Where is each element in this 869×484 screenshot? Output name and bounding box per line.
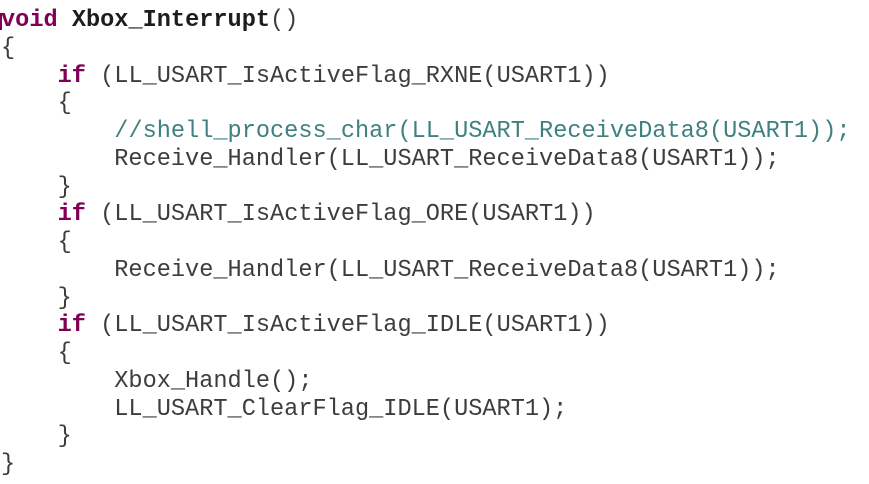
code-text: (LL_USART_IsActiveFlag_ORE(USART1)) bbox=[85, 201, 596, 229]
keyword-token: if bbox=[57, 312, 86, 340]
code-text: { bbox=[1, 90, 72, 118]
code-text: Receive_Handler(LL_USART_ReceiveData8(US… bbox=[1, 145, 780, 173]
comment-token: //shell_process_char(LL_USART_ReceiveDat… bbox=[114, 118, 851, 145]
code-text: { bbox=[1, 340, 72, 367]
code-text bbox=[1, 201, 58, 228]
code-line[interactable]: { bbox=[1, 340, 851, 368]
code-line[interactable]: } bbox=[1, 174, 851, 202]
cropped-glyph-fragment bbox=[0, 13, 2, 30]
code-line[interactable]: { bbox=[1, 229, 851, 257]
code-text: LL_USART_ClearFlag_IDLE(USART1); bbox=[1, 395, 568, 423]
code-text: (LL_USART_IsActiveFlag_RXNE(USART1)) bbox=[85, 62, 610, 90]
keyword-token: if bbox=[57, 201, 86, 229]
code-line[interactable]: } bbox=[1, 451, 851, 479]
code-line[interactable]: LL_USART_ClearFlag_IDLE(USART1); bbox=[1, 396, 851, 424]
code-line[interactable]: void Xbox_Interrupt() bbox=[1, 7, 851, 35]
code-text: { bbox=[1, 34, 16, 62]
code-line[interactable]: { bbox=[1, 90, 851, 118]
code-text: Xbox_Handle(); bbox=[1, 367, 313, 395]
code-text: (LL_USART_IsActiveFlag_IDLE(USART1)) bbox=[85, 312, 610, 340]
code-text: () bbox=[270, 7, 299, 34]
function-name-token: Xbox_Interrupt bbox=[71, 7, 271, 34]
code-text: } bbox=[1, 284, 72, 312]
code-area[interactable]: void Xbox_Interrupt(){ if (LL_USART_IsAc… bbox=[0, 0, 851, 479]
code-text: Receive_Handler(LL_USART_ReceiveData8(US… bbox=[1, 256, 780, 284]
code-text: } bbox=[1, 451, 16, 478]
code-line[interactable]: if (LL_USART_IsActiveFlag_RXNE(USART1)) bbox=[1, 63, 851, 91]
code-line[interactable]: } bbox=[1, 285, 851, 313]
keyword-token: if bbox=[57, 62, 86, 90]
code-text: { bbox=[1, 229, 72, 256]
keyword-token: void bbox=[1, 7, 58, 34]
code-line[interactable]: } bbox=[1, 423, 851, 451]
code-text: } bbox=[1, 173, 72, 201]
code-line[interactable]: Receive_Handler(LL_USART_ReceiveData8(US… bbox=[1, 146, 851, 174]
code-line[interactable]: Xbox_Handle(); bbox=[1, 368, 851, 396]
code-text bbox=[1, 118, 114, 145]
code-line[interactable]: //shell_process_char(LL_USART_ReceiveDat… bbox=[1, 118, 851, 146]
code-text: } bbox=[1, 423, 72, 451]
code-line[interactable]: if (LL_USART_IsActiveFlag_IDLE(USART1)) bbox=[1, 312, 851, 340]
code-text bbox=[1, 63, 58, 90]
code-line[interactable]: Receive_Handler(LL_USART_ReceiveData8(US… bbox=[1, 257, 851, 285]
code-text bbox=[58, 7, 72, 34]
code-line[interactable]: if (LL_USART_IsActiveFlag_ORE(USART1)) bbox=[1, 201, 851, 229]
code-line[interactable]: { bbox=[1, 35, 851, 63]
code-text bbox=[1, 312, 58, 339]
